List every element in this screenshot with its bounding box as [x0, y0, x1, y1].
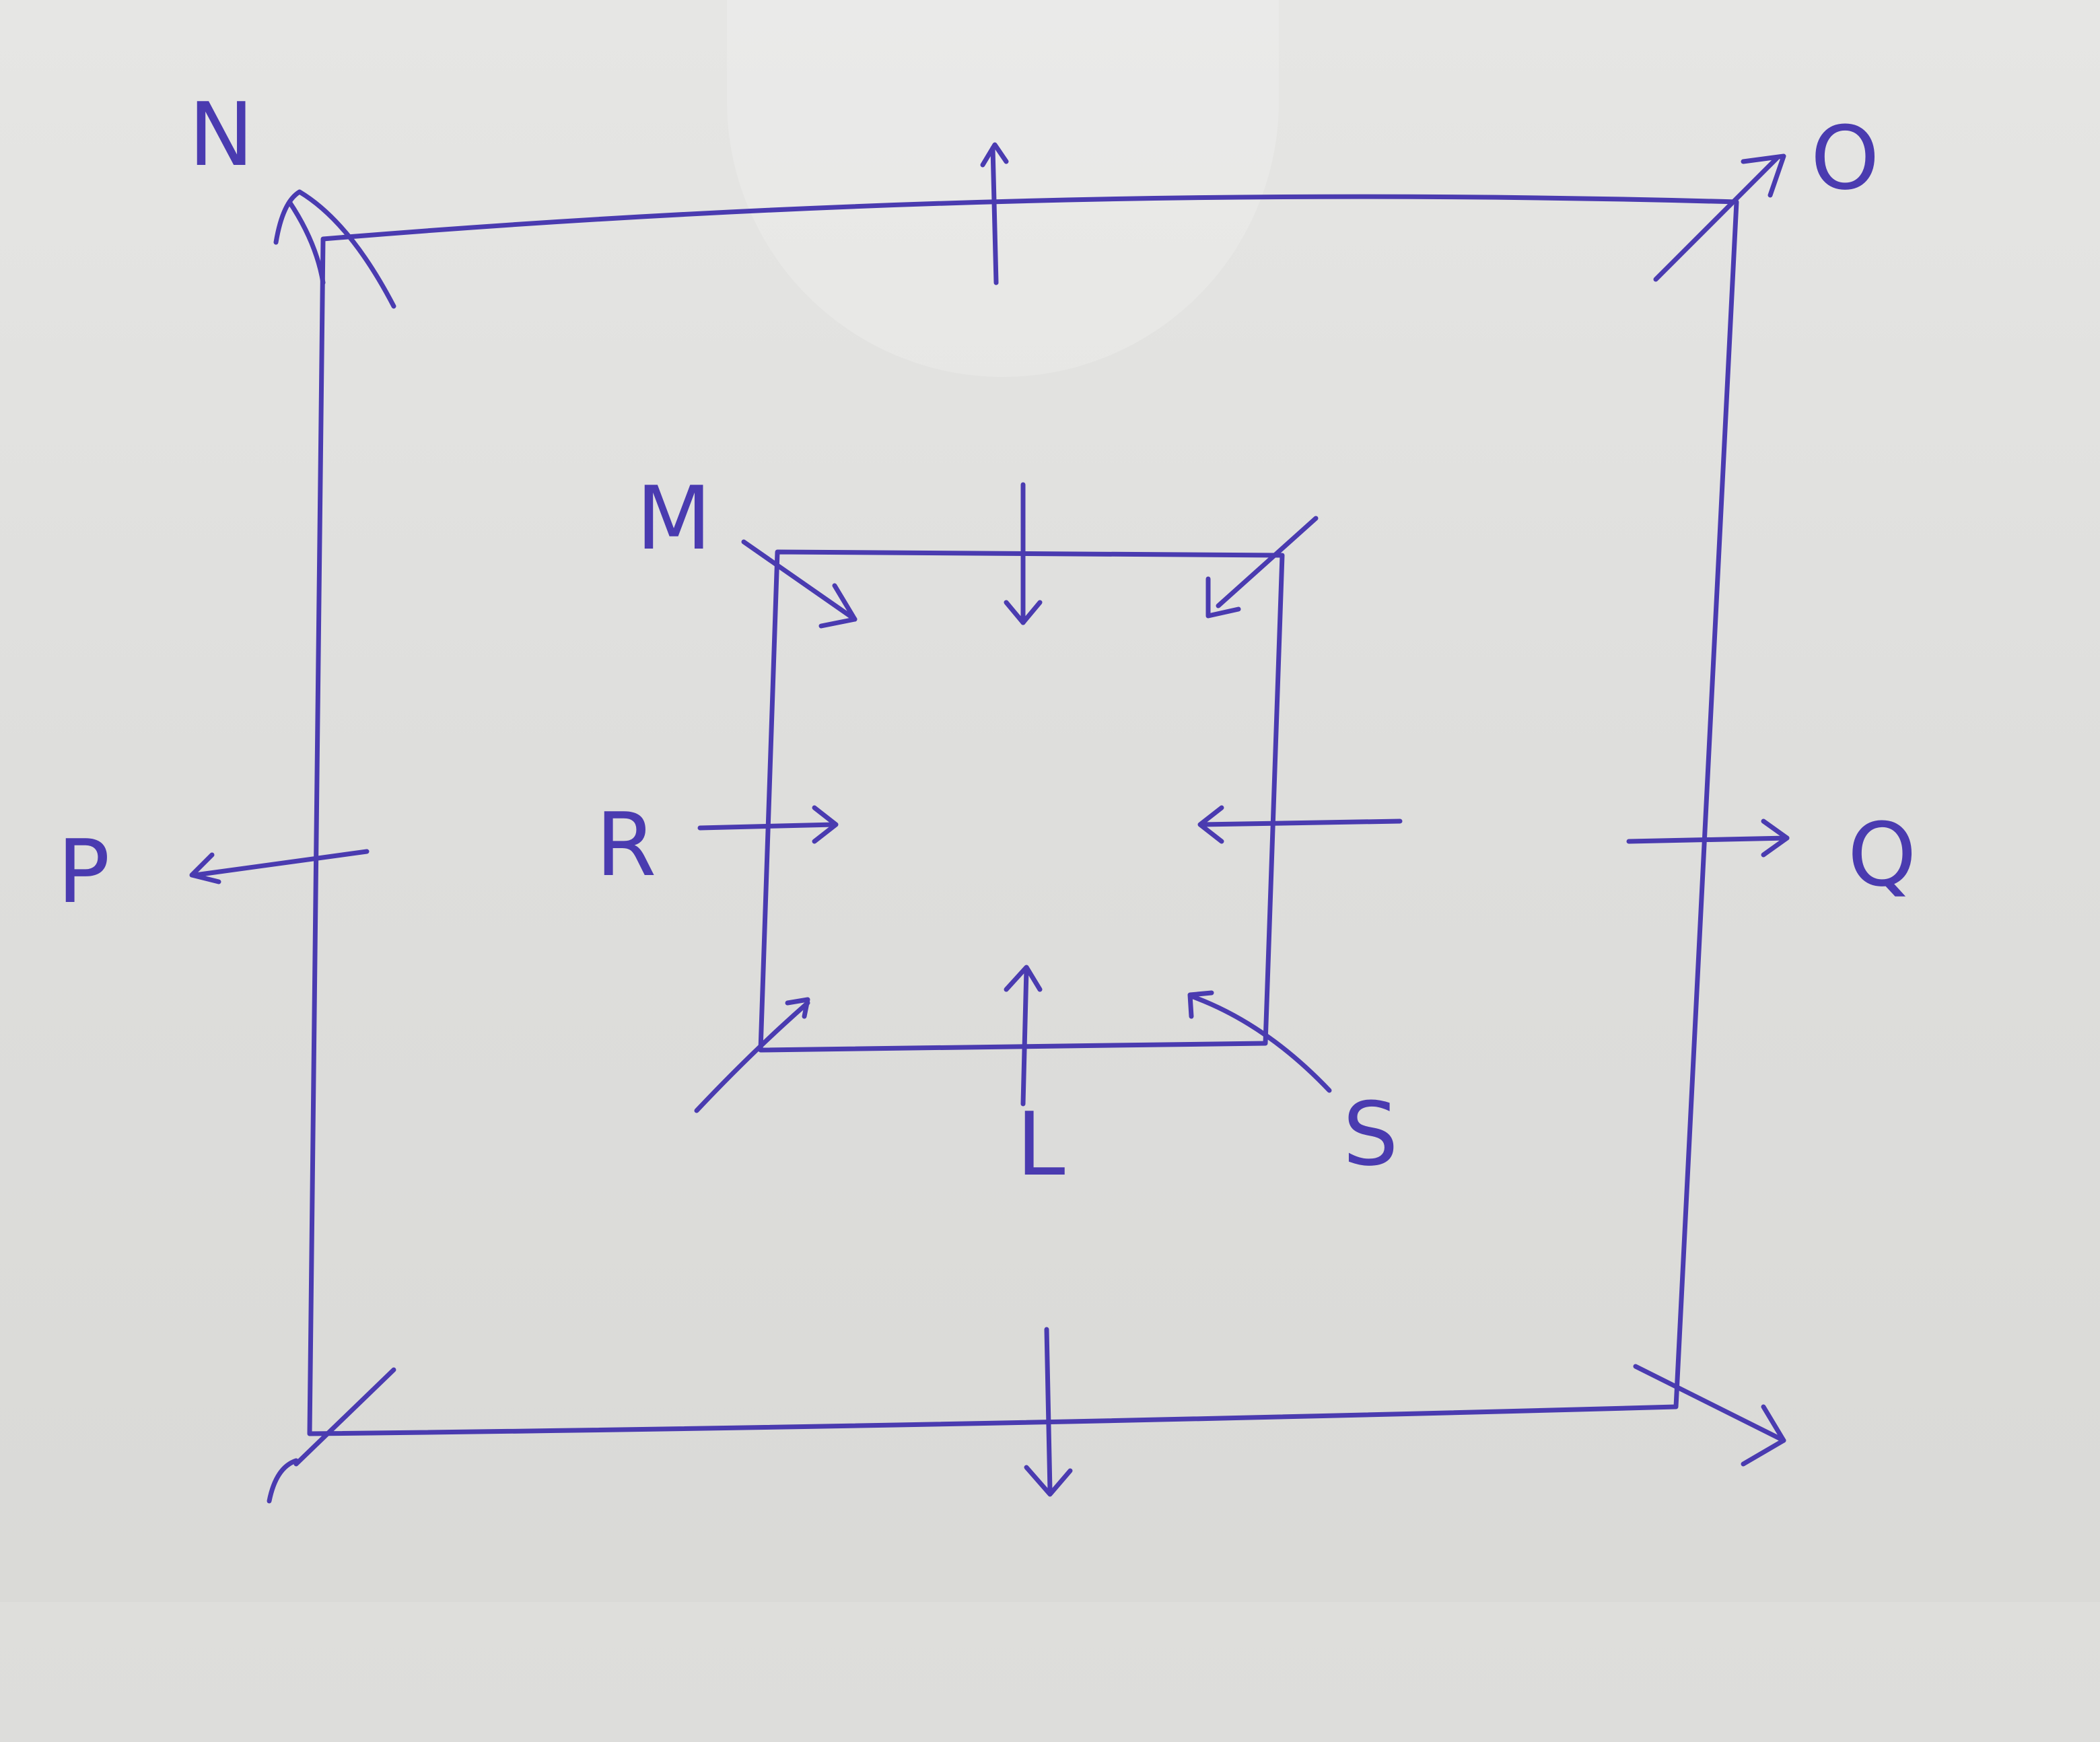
- label-o: O: [1811, 107, 1879, 209]
- inner-square: [758, 549, 1285, 1053]
- inner-arrow-se: [1187, 990, 1332, 1093]
- label-s: S: [1343, 1083, 1399, 1185]
- inner-arrow-bottom: [1004, 965, 1043, 1107]
- inner-arrow-ne: [1205, 516, 1319, 619]
- label-r: R: [596, 794, 656, 896]
- inner-arrow-nw: [741, 539, 858, 629]
- label-m: M: [636, 467, 711, 569]
- label-q: Q: [1848, 804, 1916, 906]
- label-l: L: [1016, 1093, 1065, 1195]
- inner-arrow-sw: [694, 997, 810, 1113]
- inner-arrow-top: [1004, 482, 1043, 625]
- outer-arrow-ne: [1653, 153, 1786, 282]
- outer-arrow-se: [1633, 1364, 1786, 1467]
- outer-arrow-nw: [273, 189, 396, 309]
- outer-arrow-right: [1626, 818, 1790, 858]
- outer-arrow-sw: [267, 1367, 396, 1504]
- outer-arrow-bottom: [1024, 1327, 1073, 1497]
- inner-arrow-left: [697, 805, 839, 844]
- label-p: P: [57, 821, 110, 923]
- paper-lower-edge: [0, 1602, 2100, 1742]
- outer-arrow-top: [980, 142, 1009, 285]
- outer-square: [307, 194, 1739, 1436]
- label-n: N: [188, 83, 254, 186]
- inner-arrow-right: [1197, 805, 1403, 844]
- outer-arrow-left: [189, 849, 370, 884]
